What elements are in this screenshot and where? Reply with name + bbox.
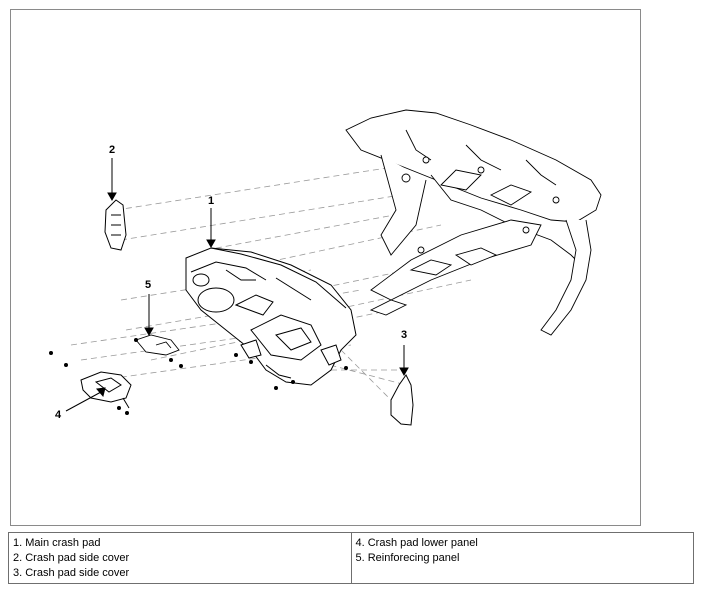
legend-item-main-crash-pad: 1. Main crash pad [13, 537, 101, 549]
legend-column-right: 4. Crash pad lower panel 5. Reinforecing… [350, 533, 694, 583]
callout-2: 2 [109, 144, 116, 156]
fasteners [49, 338, 348, 415]
exploded-diagram-frame: 1 2 3 4 5 [10, 9, 641, 526]
legend-item-side-cover-2: 2. Crash pad side cover [13, 552, 130, 564]
body-frame-structure [345, 109, 602, 336]
callout-5: 5 [145, 279, 152, 291]
crash-pad-side-cover-left [104, 199, 127, 251]
legend-item-reinforcing-panel: 5. Reinforecing panel [355, 552, 460, 564]
callout-1: 1 [208, 195, 215, 207]
reinforcing-panel [135, 334, 180, 356]
callout-leaders [65, 158, 409, 412]
callout-4: 4 [55, 409, 62, 421]
parts-legend-table: 1. Main crash pad 2. Crash pad side cove… [8, 532, 694, 584]
legend-item-lower-panel: 4. Crash pad lower panel [355, 537, 478, 549]
legend-column-left: 1. Main crash pad 2. Crash pad side cove… [9, 533, 351, 583]
main-crash-pad [185, 247, 357, 386]
callout-3: 3 [401, 329, 408, 341]
exploded-diagram [49, 109, 602, 426]
legend-item-side-cover-3: 3. Crash pad side cover [13, 567, 130, 579]
crash-pad-lower-panel [80, 371, 132, 409]
crash-pad-side-cover-right [390, 374, 414, 426]
